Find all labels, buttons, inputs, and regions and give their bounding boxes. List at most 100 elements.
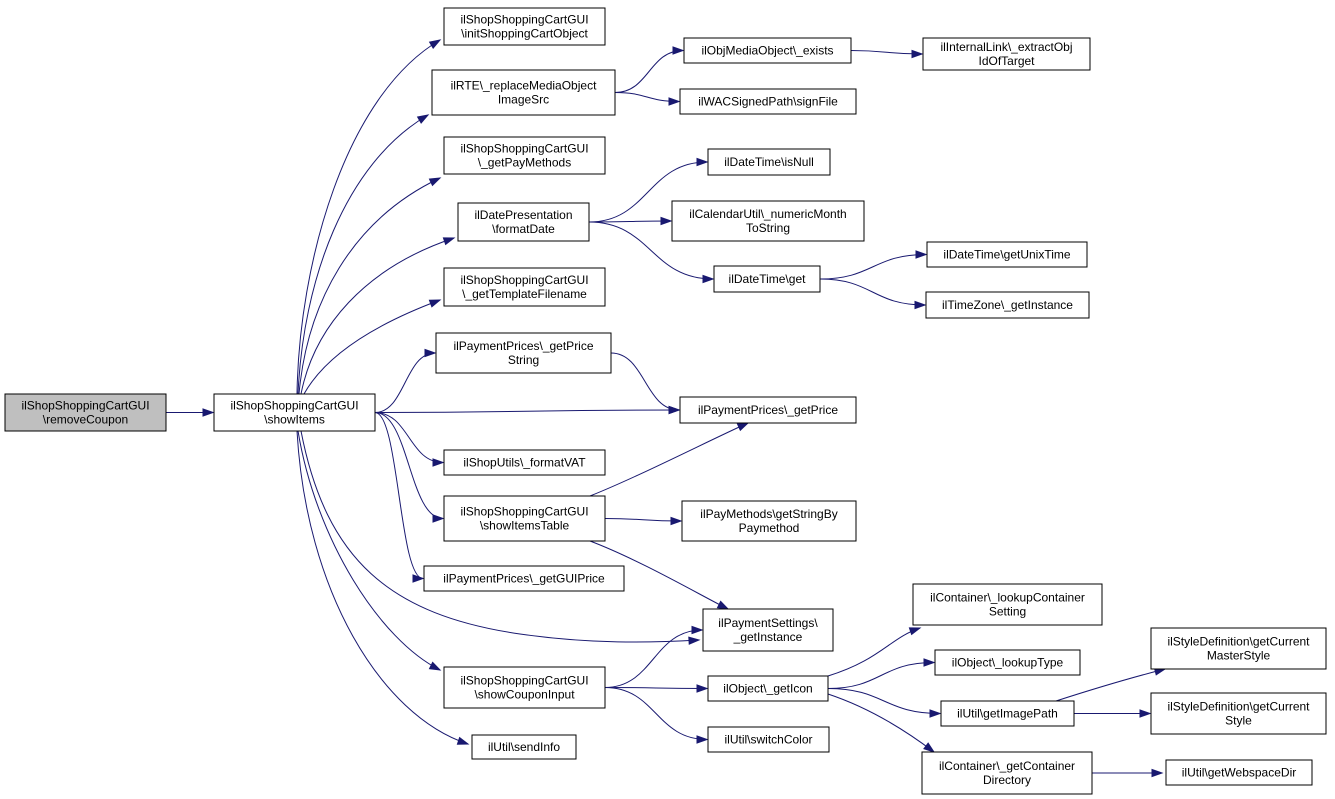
edge-line — [604, 629, 703, 688]
edge-arrowhead — [1151, 768, 1164, 778]
edges-layer — [166, 39, 1167, 778]
node-label-line: ilObject\_lookupType — [952, 656, 1064, 670]
edge-formatDate-to-dateTimeGet — [588, 221, 715, 284]
node-label-line: \showItemsTable — [480, 519, 570, 533]
node-label-line: Style — [1225, 714, 1252, 728]
edge-getPriceString-to-getPrice — [610, 352, 681, 415]
node-formatDate[interactable]: ilDatePresentation\formatDate — [457, 202, 590, 242]
node-showItems[interactable]: ilShopShoppingCartGUI\showItems — [213, 393, 376, 432]
edge-arrowhead — [736, 422, 750, 432]
edge-line — [588, 221, 714, 280]
node-label-line: IdOfTarget — [978, 54, 1035, 68]
edge-line — [827, 688, 941, 714]
edge-arrowhead — [424, 348, 437, 358]
edge-line — [374, 412, 424, 579]
node-getPrice[interactable]: ilPaymentPrices\_getPrice — [679, 396, 857, 424]
node-label-line: ilWACSignedPath\signFile — [698, 95, 838, 109]
edge-showItems-to-getPayMethods — [298, 177, 442, 395]
edge-line — [604, 518, 682, 522]
node-showCouponInput[interactable]: ilShopShoppingCartGUI\showCouponInput — [443, 666, 606, 709]
edge-arrowhead — [923, 658, 936, 667]
edge-getImagePath-to-getCurrentStyle — [1073, 709, 1152, 718]
edge-line — [610, 352, 680, 411]
node-getGUIPrice[interactable]: ilPaymentPrices\_getGUIPrice — [423, 565, 625, 592]
node-isNull[interactable]: ilDateTime\isNull — [707, 148, 831, 176]
node-getWebspaceDir[interactable]: ilUtil\getWebspaceDir — [1165, 759, 1313, 786]
node-label-line: ilShopUtils\_formatVAT — [463, 456, 586, 470]
edge-line — [374, 412, 444, 463]
node-box — [435, 332, 612, 374]
node-removeCoupon[interactable]: ilShopShoppingCartGUI\removeCoupon — [4, 393, 167, 432]
node-label-line: ilShopShoppingCartGUI — [230, 399, 358, 413]
edge-arrowhead — [908, 627, 922, 636]
node-getImagePath[interactable]: ilUtil\getImagePath — [940, 700, 1075, 727]
edge-line — [374, 352, 436, 413]
node-dateTimeGet[interactable]: ilDateTime\get — [713, 265, 821, 293]
edge-arrowhead — [911, 49, 924, 59]
edge-arrowhead — [432, 458, 445, 467]
node-label-line: ilPaymentPrices\_getPrice — [453, 339, 593, 353]
node-paymentSettingsGetInstance[interactable]: ilPaymentSettings\_getInstance — [702, 608, 834, 652]
edge-line — [819, 278, 926, 306]
edge-showItems-to-getPrice — [374, 405, 681, 415]
node-getUnixTime[interactable]: ilDateTime\getUnixTime — [926, 241, 1088, 268]
node-box — [912, 583, 1103, 626]
node-timeZoneGetInstance[interactable]: ilTimeZone\_getInstance — [925, 291, 1090, 319]
edge-objectGetIcon-to-getImagePath — [827, 688, 942, 718]
node-objMediaExists[interactable]: ilObjMediaObject\_exists — [683, 37, 852, 64]
node-box — [702, 608, 834, 652]
edge-arrowhead — [929, 709, 942, 718]
edge-showItemsTable-to-getStringByPaymethod — [604, 516, 683, 526]
node-box — [679, 396, 857, 424]
node-getTemplateFilename[interactable]: ilShopShoppingCartGUI\_getTemplateFilena… — [443, 267, 606, 307]
node-showItemsTable[interactable]: ilShopShoppingCartGUI\showItemsTable — [443, 495, 606, 542]
edge-line — [303, 299, 441, 395]
edge-line — [588, 161, 708, 223]
edge-arrowhead — [696, 684, 709, 693]
edge-showItems-to-getGUIPrice — [374, 412, 425, 583]
edge-line — [297, 430, 441, 671]
node-switchColor[interactable]: ilUtil\switchColor — [707, 726, 830, 753]
node-getPayMethods[interactable]: ilShopShoppingCartGUI\_getPayMethods — [443, 136, 606, 175]
edge-showCouponInput-to-switchColor — [604, 687, 709, 744]
edge-arrowhead — [696, 157, 709, 167]
edge-showCouponInput-to-paymentSettingsGetInstance — [604, 625, 704, 688]
edge-line — [374, 412, 444, 519]
node-signFile[interactable]: ilWACSignedPath\signFile — [679, 88, 857, 115]
node-objectGetIcon[interactable]: ilObject\_getIcon — [707, 675, 829, 702]
edge-line — [604, 687, 708, 689]
node-box — [443, 7, 606, 46]
edge-line — [298, 177, 441, 395]
edge-arrowhead — [716, 600, 730, 610]
edge-line — [589, 422, 749, 497]
edge-arrowhead — [691, 625, 704, 635]
node-box — [707, 148, 831, 176]
node-label-line: \_getPayMethods — [478, 156, 571, 170]
node-formatVAT[interactable]: ilShopUtils\_formatVAT — [443, 449, 606, 476]
edge-arrowhead — [456, 736, 470, 745]
node-label-line: ilPayMethods\getStringBy — [700, 507, 837, 521]
node-label-line: ilCalendarUtil\_numericMonth — [689, 207, 846, 221]
node-sendInfo[interactable]: ilUtil\sendInfo — [471, 734, 577, 760]
edge-line — [827, 693, 935, 753]
edge-showItems-to-showItemsTable — [374, 412, 445, 523]
node-lookupType[interactable]: ilObject\_lookupType — [934, 649, 1081, 676]
node-box — [443, 495, 606, 542]
edge-arrowhead — [696, 735, 709, 744]
node-box — [679, 88, 857, 115]
node-label-line: ilContainer\_getContainer — [939, 759, 1075, 773]
node-box — [423, 565, 625, 592]
node-initShoppingCartObject[interactable]: ilShopShoppingCartGUI\initShoppingCartOb… — [443, 7, 606, 46]
node-label-line: ilUtil\switchColor — [724, 733, 812, 747]
node-box — [431, 69, 616, 116]
edge-showItems-to-replaceMediaObjectImageSrc — [297, 114, 430, 395]
